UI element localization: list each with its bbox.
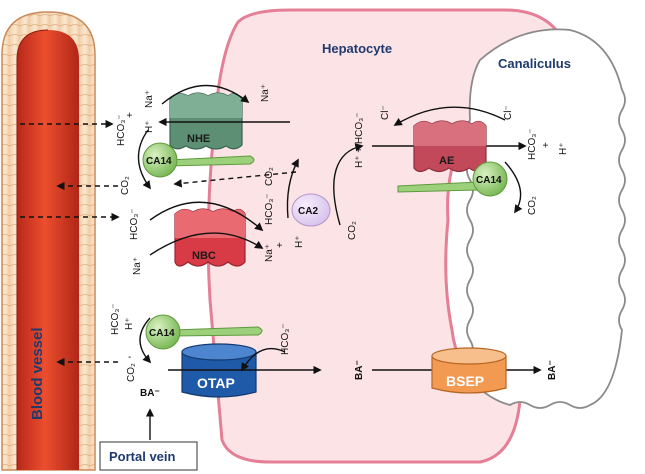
ae-h: H⁺ — [558, 143, 569, 156]
nbc-h: H⁺ — [294, 236, 305, 249]
bsep-transporter — [431, 347, 507, 394]
ca2-enzyme — [291, 193, 331, 227]
bsep-ba-out: BA⁻ — [547, 360, 558, 380]
nbc-bottom-curve — [149, 232, 264, 256]
otap-label: OTAP — [197, 375, 235, 391]
nhe-transporter — [169, 92, 243, 150]
portal-vein-box — [99, 441, 198, 471]
nbc-top-curve — [149, 201, 264, 232]
nhe-hco3: HCO₃⁻ — [116, 114, 127, 146]
nbc-na-in: Na⁺ — [132, 257, 143, 275]
nhe-na-arrow — [161, 84, 250, 105]
ca2-label: CA2 — [298, 206, 318, 217]
ca14-anchor-top — [167, 155, 255, 167]
bot-minus: - — [128, 352, 131, 363]
ae-plus: + — [541, 142, 552, 148]
nhe-plus: + — [125, 112, 136, 118]
bot-hco3: HCO₃⁻ — [110, 303, 121, 335]
ae-co2: CO₂ — [527, 196, 538, 215]
portal-vein-label: Portal vein — [109, 449, 176, 464]
ca14-top-label: CA14 — [146, 156, 172, 167]
blood-vessel-label: Blood vessel — [29, 327, 46, 420]
canaliculus-outline — [466, 28, 626, 409]
ca14-right-label: CA14 — [476, 175, 502, 186]
ae-hco3: HCO₃⁻ — [527, 128, 538, 160]
ca14-bottom-curve — [139, 317, 152, 364]
co2-cell-dashed — [173, 171, 297, 188]
nhe-na-out: Na⁺ — [260, 84, 271, 102]
bsep-ba-in: BA⁻ — [354, 360, 365, 380]
nbc-hco3-in: HCO₃⁻ — [129, 208, 140, 240]
otap-hco3-curve — [241, 347, 286, 372]
bot-co2: CO₂ — [126, 363, 137, 382]
bot-h: H⁺ — [124, 318, 135, 331]
ae-cl-curve — [393, 106, 506, 126]
ca14-enzyme-top — [142, 142, 178, 178]
ca2-curve-lower — [286, 158, 299, 219]
nbc-hco3-out: HCO₃⁻ — [264, 193, 275, 225]
nbc-label: NBC — [192, 250, 216, 262]
bsep-label: BSEP — [446, 373, 484, 389]
nbc-plus: + — [275, 242, 286, 248]
nhe-label: NHE — [187, 133, 210, 145]
otap-transporter — [181, 343, 257, 398]
nhe-na-in: Na⁺ — [144, 90, 155, 108]
ae-label: AE — [439, 155, 454, 167]
ca14-enzyme-bottom — [145, 314, 181, 350]
ca14-anchor-bottom — [171, 326, 263, 337]
nbc-na-out: Na⁺ — [264, 244, 275, 262]
ca14-co2-left: CO₂ — [120, 176, 131, 195]
blood-vessel — [1, 11, 96, 471]
nhe-h: H⁺ — [144, 121, 155, 134]
co2-cell: CO₂ — [264, 167, 275, 186]
ae-cl-right: Cl⁻ — [503, 105, 514, 120]
ca2-co2: CO₂ — [347, 221, 358, 240]
ca14-enzyme-right — [472, 161, 508, 197]
ae-transporter — [413, 120, 487, 173]
ae-cl-left: Cl⁻ — [380, 105, 391, 120]
bot-ba: BA⁻ — [140, 388, 160, 399]
ca14-top-curve — [137, 129, 151, 190]
hco3-h-mid: H⁺ + HCO₃⁻ — [354, 113, 365, 168]
hepatocyte-title: Hepatocyte — [322, 41, 392, 56]
ca2-curve — [333, 143, 364, 226]
ca14-right-curve — [504, 161, 523, 214]
nbc-transporter — [174, 208, 246, 267]
otap-hco3: HCO₃⁻ — [280, 323, 291, 355]
canaliculus-title: Canaliculus — [498, 56, 571, 71]
ca14-bottom-label: CA14 — [149, 328, 175, 339]
